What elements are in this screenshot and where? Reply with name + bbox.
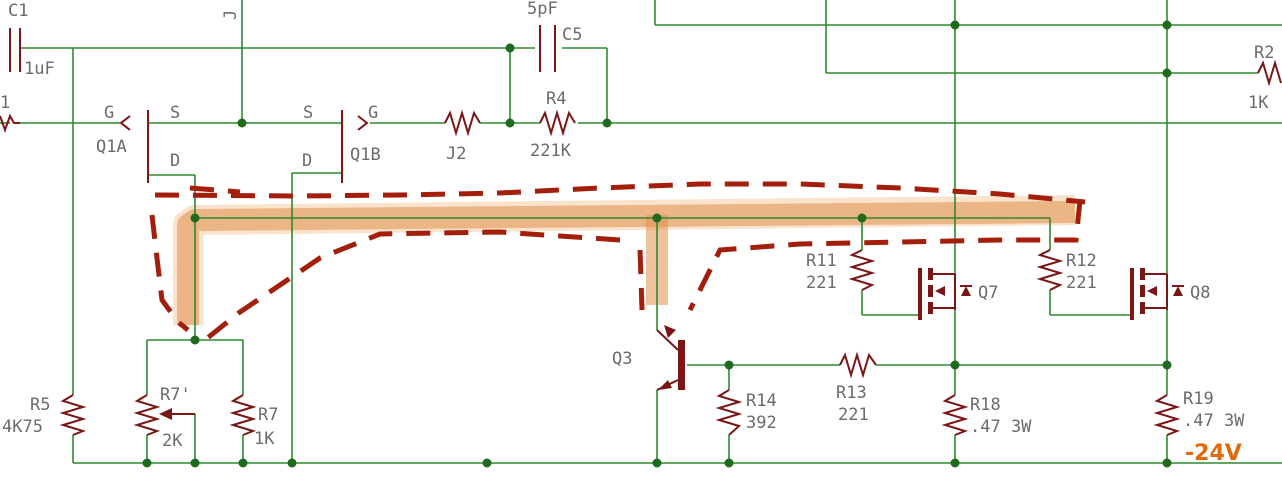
junctions — [142, 20, 1172, 468]
label-source-1: S — [170, 103, 180, 123]
components — [0, 25, 1282, 436]
label-r19-value: .47 3W — [1183, 411, 1245, 431]
label-r7: R7 — [258, 405, 278, 425]
label-r14-value: 392 — [746, 413, 777, 433]
label-r7-prime: R7' — [160, 385, 191, 405]
label-r5-value: 4K75 — [2, 417, 43, 437]
label-r18: R18 — [970, 395, 1001, 415]
label-c1: C1 — [8, 1, 28, 21]
label-r18-value: .47 3W — [970, 417, 1032, 437]
label-r19: R19 — [1183, 389, 1214, 409]
label-r7-value: 1K — [254, 429, 275, 449]
label-c1-value: 1uF — [24, 59, 55, 79]
label-r11: R11 — [806, 251, 837, 271]
label-r11-value: 221 — [806, 273, 837, 293]
label-c5-value: 5pF — [527, 0, 558, 19]
label-r12-value: 221 — [1066, 273, 1097, 293]
label-r14: R14 — [746, 391, 777, 411]
wires — [0, 0, 1282, 464]
label-r13: R13 — [836, 383, 867, 403]
label-c5: C5 — [562, 25, 582, 45]
label-r2: R2 — [1254, 43, 1274, 63]
label-q8: Q8 — [1190, 283, 1210, 303]
label-j: J — [221, 10, 241, 20]
labels: C1 1uF 1 J 5pF C5 R4 221K R2 1K G S S G … — [0, 0, 1274, 466]
label-source-2: S — [303, 103, 313, 123]
label-drain-1: D — [170, 151, 180, 171]
label-r5: R5 — [30, 395, 50, 415]
label-j2: J2 — [446, 144, 466, 164]
label-r4-value: 221K — [530, 141, 572, 161]
label-r1: 1 — [0, 93, 10, 113]
label-r7-prime-value: 2K — [162, 431, 183, 451]
label-drain-2: D — [302, 151, 312, 171]
label-gate-2: G — [368, 103, 378, 123]
dashed-annotation — [149, 181, 1086, 342]
label-gate-1: G — [104, 103, 114, 123]
label-q3: Q3 — [612, 349, 632, 369]
supply-voltage-label: -24V — [1185, 441, 1242, 466]
label-q7: Q7 — [978, 283, 998, 303]
label-q1b: Q1B — [350, 145, 381, 165]
label-r4: R4 — [546, 89, 566, 109]
label-r13-value: 221 — [838, 405, 869, 425]
label-r12: R12 — [1066, 251, 1097, 271]
label-q1a: Q1A — [96, 137, 127, 157]
label-r2-value: 1K — [1248, 93, 1269, 113]
